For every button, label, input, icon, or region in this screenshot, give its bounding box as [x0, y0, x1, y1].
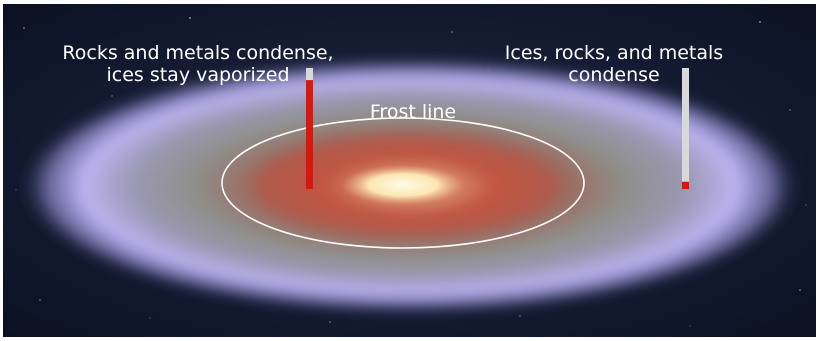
protostar-core: [341, 165, 465, 205]
frost-line-label: Frost line: [369, 101, 457, 123]
inner-zone-label-line2: ices stay vaporized: [106, 64, 290, 86]
thermometer-outer-tube: [682, 68, 689, 189]
frost-line-ellipse: [221, 117, 585, 249]
inner-zone-label-line1: Rocks and metals condense,: [62, 42, 334, 64]
inner-zone-label: Rocks and metals condense, ices stay vap…: [50, 42, 346, 86]
thermometer-outer-fill: [682, 181, 689, 189]
outer-zone-label: Ices, rocks, and metals condense: [500, 42, 728, 86]
outer-zone-label-line2: condense: [568, 64, 660, 86]
thermometer-outer: [682, 68, 689, 189]
outer-zone-label-line1: Ices, rocks, and metals: [504, 42, 724, 64]
thermometer-inner-fill: [306, 80, 313, 189]
thermometer-inner: [306, 68, 313, 189]
